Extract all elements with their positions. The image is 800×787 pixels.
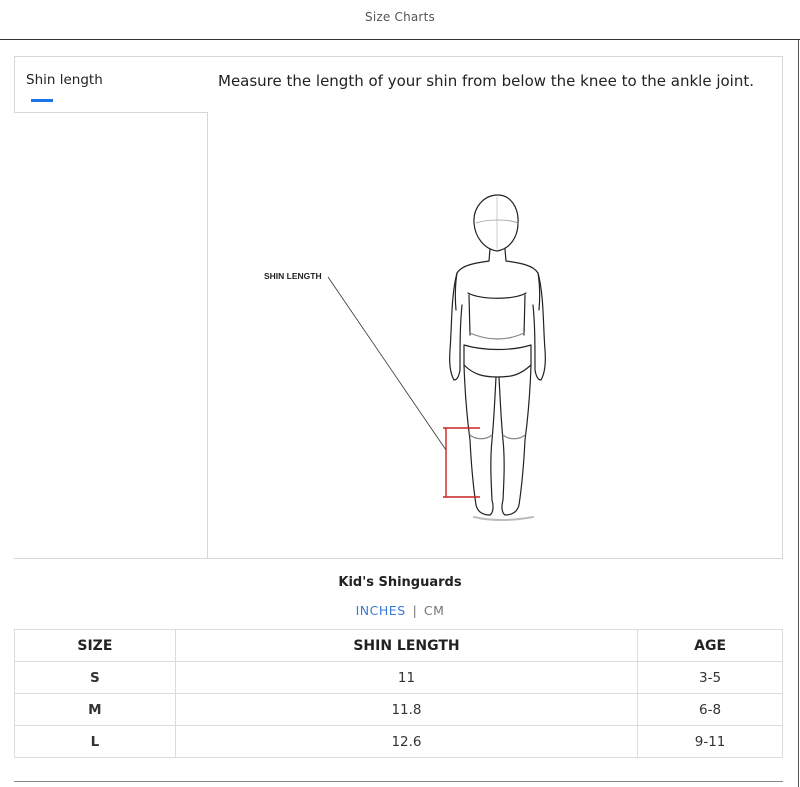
figure-left-leg [463, 364, 497, 516]
measurement-panel [14, 56, 783, 559]
size-cell: L [14, 725, 176, 758]
active-tab-indicator [31, 99, 53, 102]
unit-inches-button[interactable]: INCHES [355, 603, 406, 618]
figure-right-leg [498, 364, 532, 516]
shin-length-diagram-label: SHIN LENGTH [264, 271, 322, 281]
size-chart-table: SIZE SHIN LENGTH AGE S 11 3-5 M 11.8 6-8… [14, 629, 783, 758]
modal-border [798, 40, 799, 787]
table-row: S 11 3-5 [14, 661, 783, 694]
size-cell: M [14, 693, 176, 726]
modal-title: Size Charts [365, 10, 435, 24]
shin-length-cell: 11.8 [174, 693, 639, 726]
shin-length-cell: 12.6 [174, 725, 639, 758]
figure-head [473, 194, 519, 252]
age-cell: 9-11 [637, 725, 783, 758]
shin-length-cell: 11 [174, 661, 639, 694]
column-header-size: SIZE [14, 629, 176, 662]
column-header-shin-length: SHIN LENGTH [174, 629, 639, 662]
column-header-age: AGE [637, 629, 783, 662]
size-cell: S [14, 661, 176, 694]
figure-right-arm [532, 272, 546, 381]
tab-shin-length[interactable]: Shin length [14, 56, 208, 113]
measurement-description: Measure the length of your shin from bel… [218, 72, 755, 90]
table-header-row: SIZE SHIN LENGTH AGE [14, 629, 783, 662]
kid-figure-diagram: SHIN LENGTH [250, 185, 560, 530]
product-title: Kid's Shinguards [338, 575, 462, 590]
age-cell: 3-5 [637, 661, 783, 694]
tab-label: Shin length [26, 72, 103, 88]
unit-toggle: INCHES | CM [0, 603, 800, 618]
panel-divider [207, 112, 208, 559]
figure-torso [454, 260, 541, 311]
shin-measure-bracket [443, 427, 480, 498]
unit-separator: | [412, 603, 417, 618]
table-row: M 11.8 6-8 [14, 693, 783, 726]
unit-cm-button[interactable]: CM [423, 603, 445, 618]
age-cell: 6-8 [637, 693, 783, 726]
modal-header: Size Charts [0, 0, 800, 40]
footer-divider [14, 781, 783, 782]
table-row: L 12.6 9-11 [14, 725, 783, 758]
figure-left-arm [449, 272, 463, 381]
pointer-line [327, 276, 447, 451]
